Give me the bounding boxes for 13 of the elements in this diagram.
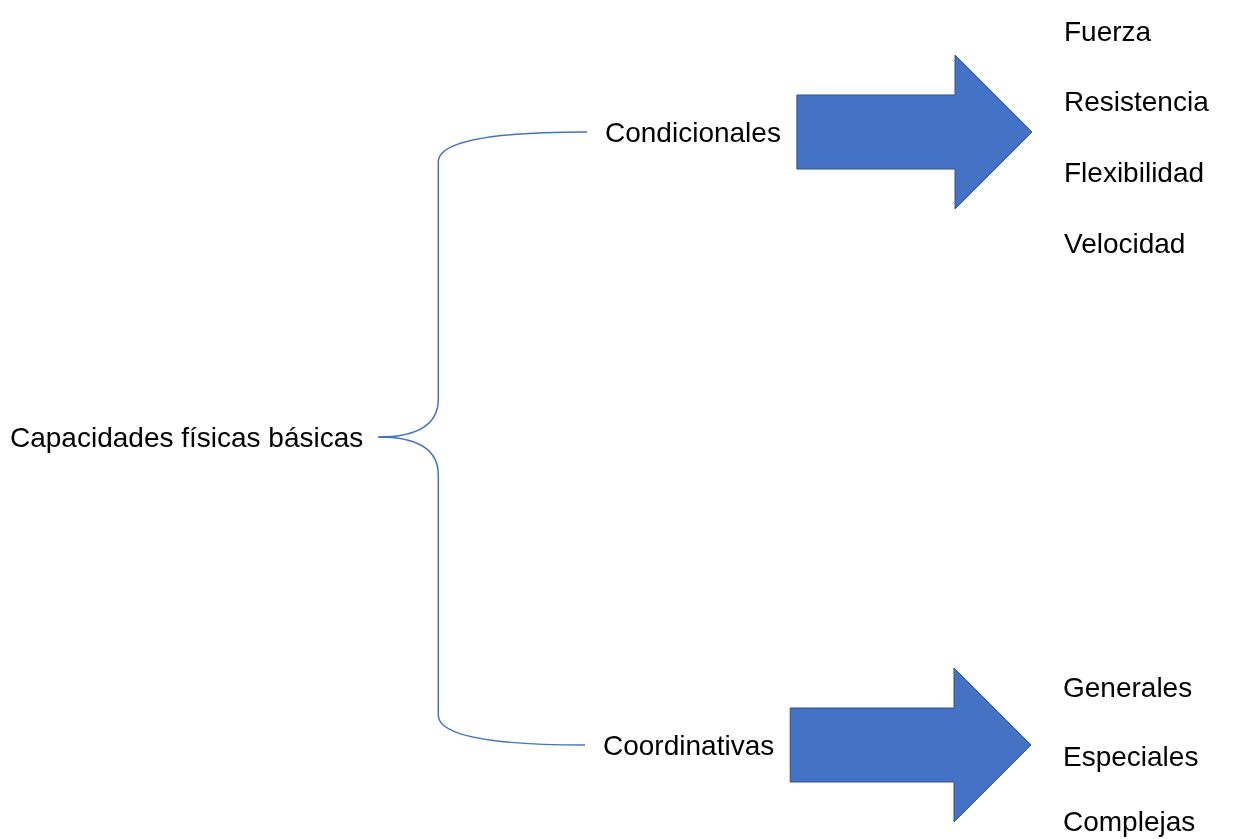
node-text: Resistencia (1064, 83, 1209, 119)
node-text: Complejas (1063, 803, 1196, 839)
block-arrow (796, 54, 1033, 210)
node-text: Coordinativas (603, 727, 775, 763)
node-text: Flexibilidad (1064, 154, 1205, 190)
node-text: Fuerza (1064, 13, 1152, 49)
curly-brace-connector (377, 436, 586, 746)
node-text: Generales (1063, 669, 1193, 705)
node-text: Velocidad (1064, 225, 1186, 261)
block-arrow (789, 667, 1032, 823)
node-text: Capacidades físicas básicas (10, 419, 364, 455)
node-text: Especiales (1063, 738, 1199, 774)
node-text: Condicionales (605, 114, 781, 150)
